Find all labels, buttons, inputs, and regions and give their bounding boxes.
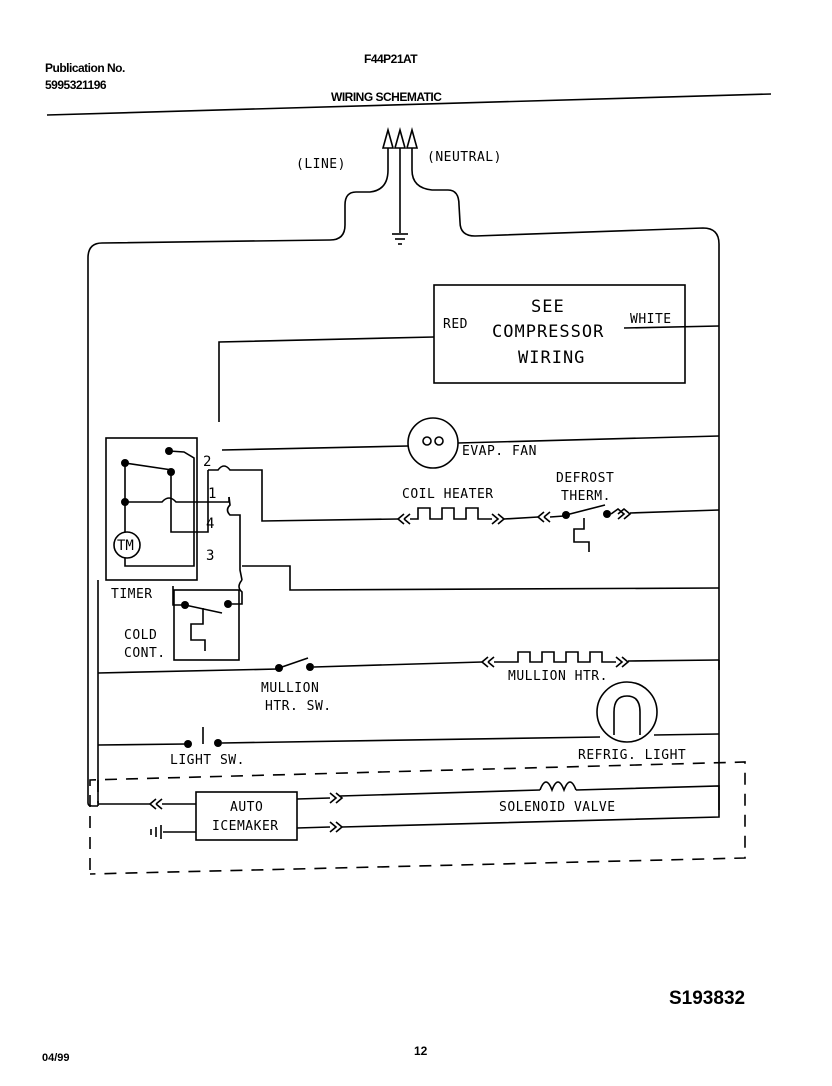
mullion-switch-label-1: MULLION	[261, 681, 319, 696]
icemaker-option-boundary	[89, 761, 746, 875]
icemaker-box	[195, 791, 298, 841]
publication-label: Publication No.	[45, 61, 125, 75]
header-rule	[46, 93, 772, 116]
publication-number: 5995321196	[45, 78, 107, 92]
timer-motor-label: TM	[117, 538, 134, 554]
cold-control-label-1: COLD	[124, 628, 157, 643]
neutral-label: (NEUTRAL)	[427, 150, 502, 165]
defrost-therm-label-1: DEFROST	[556, 471, 614, 486]
compressor-title: COMPRESSOR	[492, 322, 604, 342]
light-switch-label: LIGHT SW.	[170, 753, 245, 768]
solenoid-valve-icon	[539, 781, 577, 793]
compressor-wiring: WIRING	[518, 348, 585, 368]
icemaker-label-2: ICEMAKER	[212, 819, 279, 834]
mullion-heater-icon	[494, 651, 616, 663]
icemaker-ground-icon	[150, 825, 162, 839]
ground-icon	[392, 148, 408, 245]
coil-heater-label: COIL HEATER	[402, 487, 494, 502]
timer-label: TIMER	[111, 587, 153, 602]
neutral-wire	[411, 148, 720, 670]
drawing-code: S193832	[669, 988, 746, 1009]
terminal-3: 3	[206, 548, 214, 564]
refrig-light-label: REFRIG. LIGHT	[578, 748, 686, 763]
compressor-box	[433, 284, 686, 384]
timer-motor-icon	[113, 531, 141, 559]
cold-control-label-2: CONT.	[124, 646, 166, 661]
line-label: (LINE)	[296, 157, 346, 172]
power-plug-icon	[381, 127, 419, 149]
icemaker-label-1: AUTO	[230, 800, 263, 815]
evap-fan-icon	[407, 417, 459, 469]
solenoid-valve-label: SOLENOID VALVE	[499, 800, 616, 815]
defrost-therm-label-2: THERM.	[561, 489, 611, 504]
compressor-red-wire	[218, 336, 435, 422]
model-number: F44P21AT	[364, 52, 418, 66]
section-title: WIRING SCHEMATIC	[331, 90, 442, 104]
refrig-light-icon	[596, 681, 658, 743]
compressor-white-wire	[623, 325, 720, 329]
evap-fan-label: EVAP. FAN	[462, 444, 537, 459]
terminal-4: 4	[206, 516, 214, 532]
terminal-2: 2	[203, 454, 211, 470]
white-wire-label: WHITE	[630, 312, 672, 327]
coil-heater-icon	[410, 507, 492, 520]
cold-control-box	[173, 589, 240, 661]
mullion-heater-label: MULLION HTR.	[508, 669, 608, 684]
timer-box	[105, 437, 198, 581]
line-wire	[87, 148, 389, 807]
compressor-see: SEE	[531, 297, 565, 317]
terminal-1: 1	[208, 486, 216, 502]
mullion-switch-label-2: HTR. SW.	[265, 699, 332, 714]
revision-date: 04/99	[42, 1052, 70, 1064]
page-number: 12	[414, 1044, 428, 1058]
light-switch-icon	[184, 740, 192, 748]
red-wire-label: RED	[443, 317, 468, 332]
